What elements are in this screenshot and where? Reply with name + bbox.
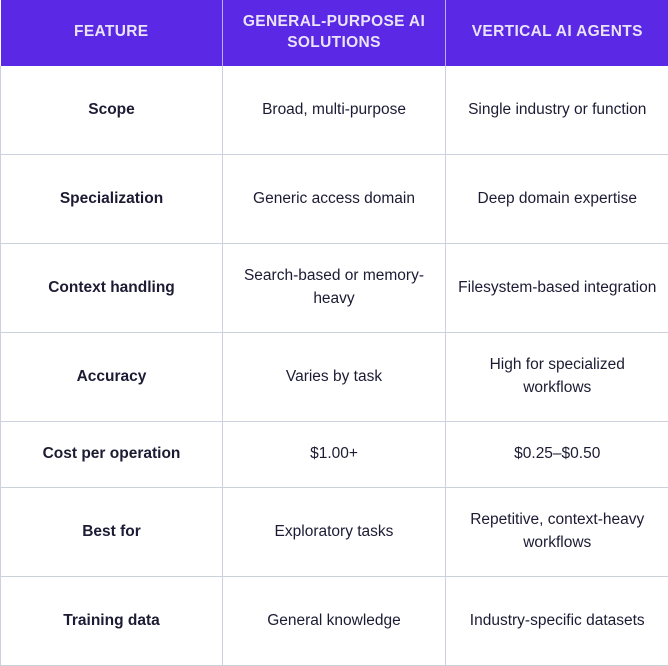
cell-vertical-ai: Filesystem-based integration	[446, 243, 668, 332]
cell-feature: Accuracy	[1, 332, 223, 421]
table-row: Context handling Search-based or memory-…	[1, 243, 668, 332]
table-row: Cost per operation $1.00+ $0.25–$0.50	[1, 421, 668, 487]
cell-feature: Specialization	[1, 154, 223, 243]
cell-general-purpose: $1.00+	[223, 421, 446, 487]
table-row: Specialization Generic access domain Dee…	[1, 154, 668, 243]
cell-general-purpose: Broad, multi-purpose	[223, 66, 446, 155]
cell-general-purpose: General knowledge	[223, 576, 446, 665]
cell-general-purpose: Search-based or memory-heavy	[223, 243, 446, 332]
cell-vertical-ai: Industry-specific datasets	[446, 576, 668, 665]
cell-general-purpose: Generic access domain	[223, 154, 446, 243]
cell-vertical-ai: $0.25–$0.50	[446, 421, 668, 487]
cell-feature: Scope	[1, 66, 223, 155]
cell-feature: Best for	[1, 487, 223, 576]
cell-feature: Training data	[1, 576, 223, 665]
column-header-general-purpose-ai-solutions: GENERAL-PURPOSE AI SOLUTIONS	[223, 0, 446, 66]
cell-vertical-ai: Repetitive, context-heavy workflows	[446, 487, 668, 576]
cell-vertical-ai: Single industry or function	[446, 66, 668, 155]
table-row: Accuracy Varies by task High for special…	[1, 332, 668, 421]
table-body: Scope Broad, multi-purpose Single indust…	[1, 66, 668, 666]
cell-vertical-ai: High for specialized workflows	[446, 332, 668, 421]
table-header: FEATURE GENERAL-PURPOSE AI SOLUTIONS VER…	[1, 0, 668, 66]
column-header-vertical-ai-agents: VERTICAL AI AGENTS	[446, 0, 668, 66]
cell-general-purpose: Exploratory tasks	[223, 487, 446, 576]
table-row: Best for Exploratory tasks Repetitive, c…	[1, 487, 668, 576]
table-header-row: FEATURE GENERAL-PURPOSE AI SOLUTIONS VER…	[1, 0, 668, 66]
cell-general-purpose: Varies by task	[223, 332, 446, 421]
cell-feature: Cost per operation	[1, 421, 223, 487]
cell-feature: Context handling	[1, 243, 223, 332]
cell-vertical-ai: Deep domain expertise	[446, 154, 668, 243]
table-row: Training data General knowledge Industry…	[1, 576, 668, 665]
table-row: Scope Broad, multi-purpose Single indust…	[1, 66, 668, 155]
column-header-feature: FEATURE	[1, 0, 223, 66]
